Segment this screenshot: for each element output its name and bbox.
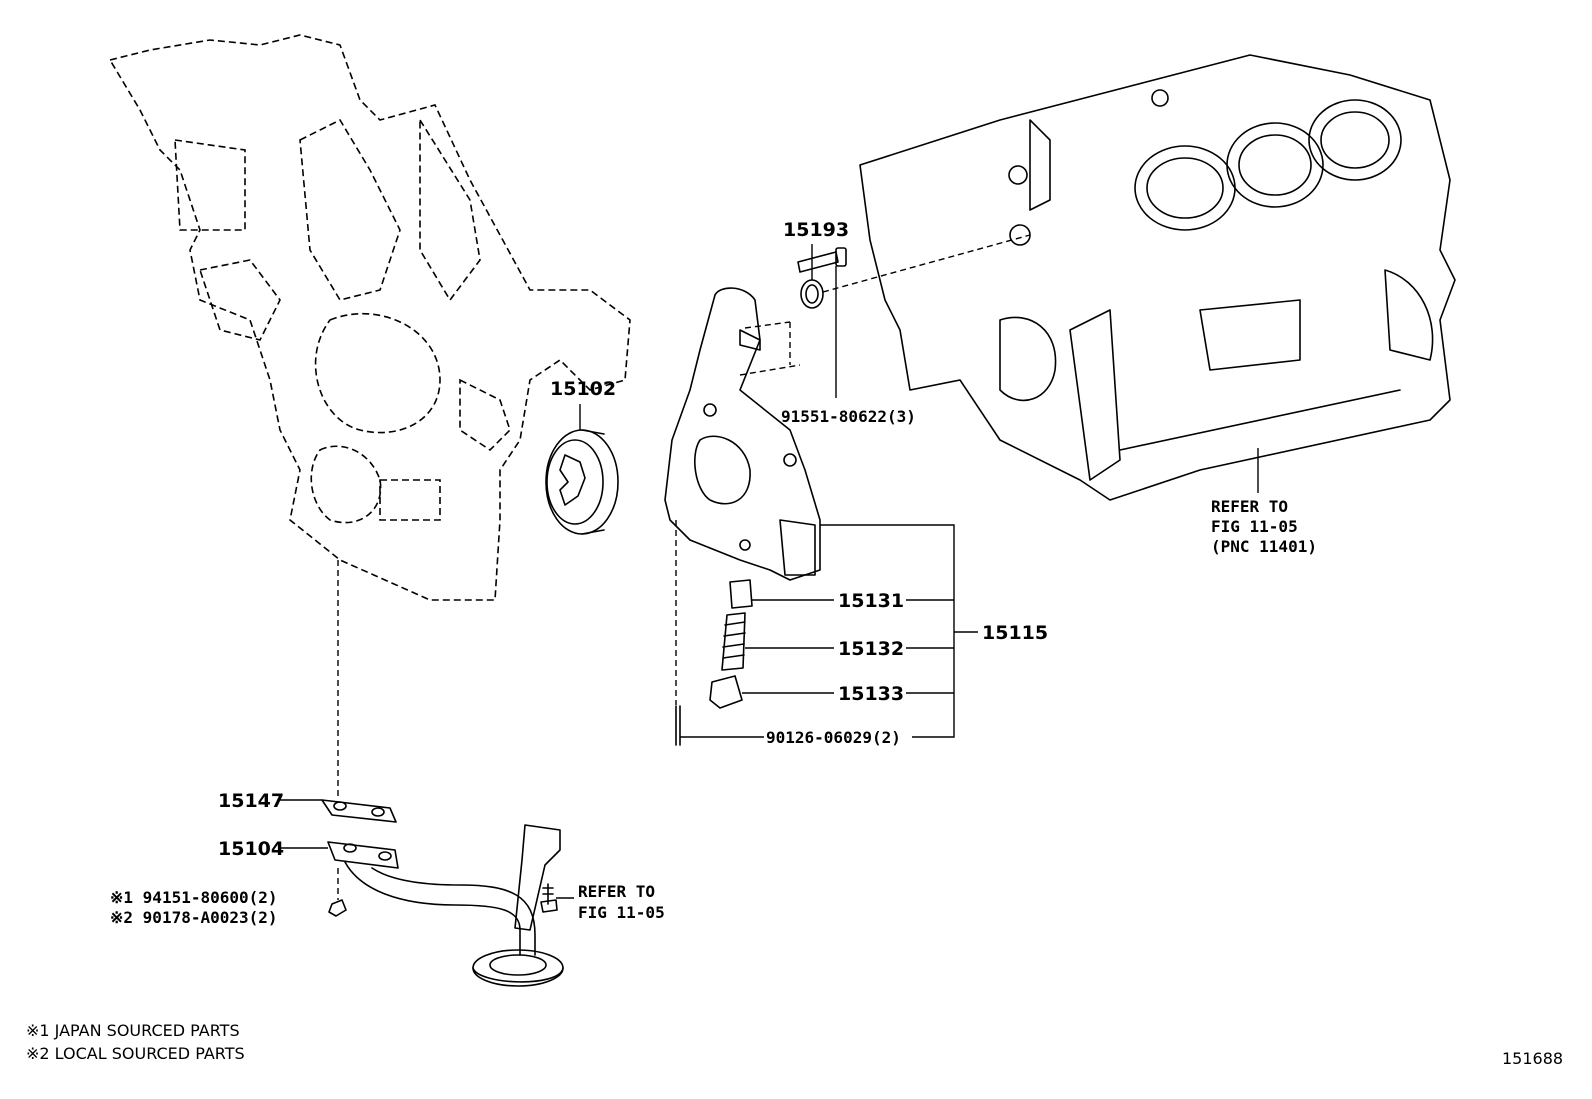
oil-pump-body-illustration — [664, 287, 821, 581]
block-reference-line-3: (PNC 11401) — [1211, 537, 1317, 556]
fastener-illustrations — [328, 883, 558, 917]
figure-number: 151688 — [1502, 1049, 1563, 1068]
bracket-reference-line-2: FIG 11-05 — [578, 903, 665, 922]
block-reference-line-1: REFER TO — [1211, 497, 1288, 516]
rotor-illustration — [545, 429, 619, 535]
callout-15104: 15104 — [218, 838, 284, 860]
callout-91551-80622: 91551-80622(3) — [781, 407, 916, 426]
seal-and-bolt-illustration — [797, 247, 847, 309]
legend-note-japan-sourced: ※1 JAPAN SOURCED PARTS — [26, 1021, 240, 1040]
callout-15132: 15132 — [838, 638, 904, 660]
callout-15102: 15102 — [550, 378, 616, 400]
callout-15147: 15147 — [218, 790, 284, 812]
callout-15193: 15193 — [783, 219, 849, 241]
callout-90126-06029: 90126-06029(2) — [766, 728, 901, 747]
engine-block-illustration — [859, 54, 1456, 501]
callout-90178-A0023: ※2 90178-A0023(2) — [110, 908, 278, 927]
block-reference-line-2: FIG 11-05 — [1211, 517, 1298, 536]
relief-valve-illustration — [675, 579, 753, 746]
oil-strainer-illustration — [321, 799, 564, 987]
callout-15115: 15115 — [982, 622, 1048, 644]
assembly-lines — [337, 234, 1031, 900]
callout-15133: 15133 — [838, 683, 904, 705]
callout-15131: 15131 — [838, 590, 904, 612]
timing-cover-illustration — [108, 34, 631, 601]
leader-lines — [280, 244, 1259, 899]
callout-94151-80600: ※1 94151-80600(2) — [110, 888, 278, 907]
bracket-reference-line-1: REFER TO — [578, 882, 655, 901]
legend-note-local-sourced: ※2 LOCAL SOURCED PARTS — [26, 1044, 245, 1063]
